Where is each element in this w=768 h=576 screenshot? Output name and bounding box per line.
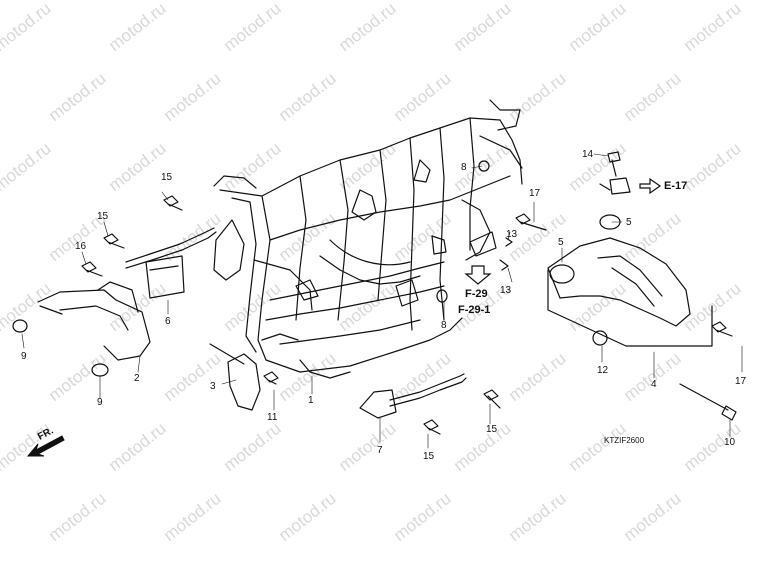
callout-1: 1	[308, 395, 314, 406]
callout-5a: 5	[626, 217, 632, 228]
fasteners	[12, 151, 737, 435]
callout-9a: 9	[21, 351, 27, 362]
part-3-plate	[209, 343, 261, 411]
front-arrow-icon	[26, 435, 65, 457]
main-frame	[213, 99, 523, 379]
callout-15c: 15	[486, 424, 498, 435]
callout-15d: 15	[423, 451, 435, 462]
callout-15b: 15	[97, 211, 109, 222]
diagram-code: KTZIF2600	[604, 436, 645, 445]
hatched-plate	[469, 231, 497, 257]
callout-17a: 17	[529, 188, 541, 199]
callout-8b: 8	[441, 320, 447, 331]
part-14-bracket	[599, 177, 631, 195]
callout-13b: 13	[500, 285, 512, 296]
callout-15a: 15	[161, 172, 173, 183]
f29-arrow-icon	[464, 265, 492, 285]
callout-7: 7	[377, 445, 383, 456]
part-2-bracket	[37, 281, 151, 361]
callout-2: 2	[134, 373, 140, 384]
callout-4: 4	[651, 379, 657, 390]
callout-9b: 9	[97, 397, 103, 408]
callout-14: 14	[582, 149, 594, 160]
ref-f29[interactable]: F-29	[465, 288, 488, 300]
part-7-stay	[359, 373, 467, 419]
e17-arrow-icon	[639, 177, 662, 195]
callout-6: 6	[165, 316, 171, 327]
callout-8a: 8	[461, 162, 467, 173]
part-6-crossbar	[125, 227, 217, 299]
ref-f29-1[interactable]: F-29-1	[458, 304, 491, 316]
part-4-bracket	[547, 214, 713, 347]
callout-12: 12	[597, 365, 609, 376]
reference-arrows	[464, 177, 662, 285]
callout-5b: 5	[558, 237, 564, 248]
callout-16: 16	[75, 241, 87, 252]
ref-e17[interactable]: E-17	[664, 180, 688, 192]
callout-3: 3	[210, 381, 216, 392]
callout-10: 10	[724, 437, 736, 448]
callout-11: 11	[267, 412, 278, 423]
callout-17b: 17	[735, 376, 747, 387]
leader-lines	[21, 153, 743, 449]
callout-13a: 13	[506, 229, 518, 240]
